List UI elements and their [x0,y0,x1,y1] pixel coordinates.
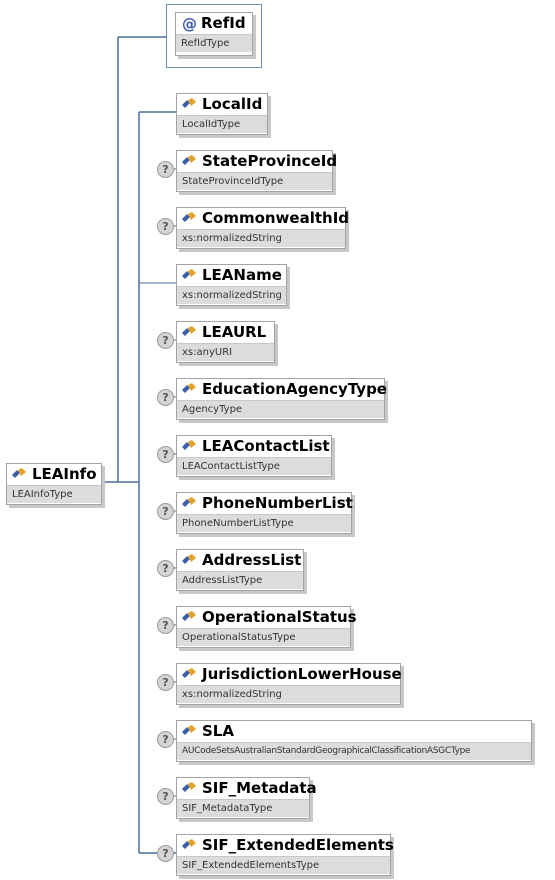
optional-marker-icon: ? [157,674,174,691]
optional-marker-icon: ? [157,332,174,349]
element-type: AddressListType [177,571,303,589]
element-icon [182,782,196,792]
element-name: EducationAgencyType [202,380,387,398]
element-icon [182,611,196,621]
attribute-type: RefIdType [176,34,252,52]
element-icon [12,468,26,478]
element-type: xs:normalizedString [177,286,286,304]
element-name: StateProvinceId [202,152,338,170]
element-type: AUCodeSetsAustralianStandardGeographical… [177,742,531,760]
element-icon [182,98,196,108]
element-name-row: SIF_Metadata [177,778,317,799]
element-node-commonwealthid[interactable]: CommonwealthId xs:normalizedString [176,207,349,249]
element-icon [182,725,196,735]
element-name: PhoneNumberList [202,494,353,512]
element-icon [182,668,196,678]
optional-marker-icon: ? [157,731,174,748]
root-element-type: LEAInfoType [7,485,101,503]
optional-marker-icon: ? [157,560,174,577]
optional-marker-icon: ? [157,617,174,634]
element-name: CommonwealthId [202,209,350,227]
element-type: LEAContactListType [177,457,331,475]
optional-marker-icon: ? [157,161,174,178]
element-name-row: LEAURL [177,322,274,343]
element-type: SIF_ExtendedElementsType [177,856,390,874]
element-type: StateProvinceIdType [177,172,332,190]
element-node-leaurl[interactable]: LEAURL xs:anyURI [176,321,275,363]
element-name-row: SLA [177,721,531,742]
optional-marker-icon: ? [157,503,174,520]
element-name-row: EducationAgencyType [177,379,387,400]
element-name-row: LEAName [177,265,286,286]
element-icon [182,440,196,450]
element-name-row: JurisdictionLowerHouse [177,664,402,685]
element-name-row: PhoneNumberList [177,493,353,514]
element-type: SIF_MetadataType [177,799,309,817]
element-node-sla[interactable]: SLA AUCodeSetsAustralianStandardGeographi… [176,720,532,762]
attribute-name-row: @ RefId [176,13,252,34]
element-name-row: CommonwealthId [177,208,349,229]
element-name-row: LocalId [177,94,267,115]
element-name: LEAContactList [202,437,330,455]
attribute-name: RefId [201,14,246,32]
optional-marker-icon: ? [157,788,174,805]
element-name: SIF_ExtendedElements [202,836,394,854]
optional-marker-icon: ? [157,389,174,406]
root-element-name-row: LEAInfo [7,464,101,485]
element-name-row: OperationalStatus [177,607,357,628]
element-type: xs:anyURI [177,343,274,361]
element-type: LocalIdType [177,115,267,133]
element-name-row: SIF_ExtendedElements [177,835,394,856]
element-name: AddressList [202,551,302,569]
element-icon [182,839,196,849]
element-icon [182,212,196,222]
element-name: JurisdictionLowerHouse [202,665,402,683]
element-type: xs:normalizedString [177,229,345,247]
element-name: LocalId [202,95,263,113]
element-name-row: AddressList [177,550,303,571]
element-type: OperationalStatusType [177,628,350,646]
element-name: LEAURL [202,323,267,341]
optional-marker-icon: ? [157,218,174,235]
attribute-group-frame: @ RefId RefIdType [166,4,262,68]
element-node-jurisdictionlowerhouse[interactable]: JurisdictionLowerHouse xs:normalizedStrin… [176,663,402,705]
element-type: xs:normalizedString [177,685,400,703]
root-element-name: LEAInfo [32,465,97,483]
element-name: SIF_Metadata [202,779,317,797]
element-name-row: LEAContactList [177,436,331,457]
attribute-icon: @ [182,15,197,33]
element-name: LEAName [202,266,282,284]
optional-marker-icon: ? [157,446,174,463]
attribute-node[interactable]: @ RefId RefIdType [175,12,253,56]
element-icon [182,269,196,279]
element-icon [182,554,196,564]
element-icon [182,326,196,336]
element-name: SLA [202,722,234,740]
element-name-row: StateProvinceId [177,151,337,172]
element-type: AgencyType [177,400,384,418]
element-node-leaname[interactable]: LEAName xs:normalizedString [176,264,287,306]
element-icon [182,383,196,393]
element-name: OperationalStatus [202,608,357,626]
element-icon [182,155,196,165]
optional-marker-icon: ? [157,845,174,862]
root-element-node[interactable]: LEAInfo LEAInfoType [6,463,102,505]
element-icon [182,497,196,507]
element-type: PhoneNumberListType [177,514,351,532]
